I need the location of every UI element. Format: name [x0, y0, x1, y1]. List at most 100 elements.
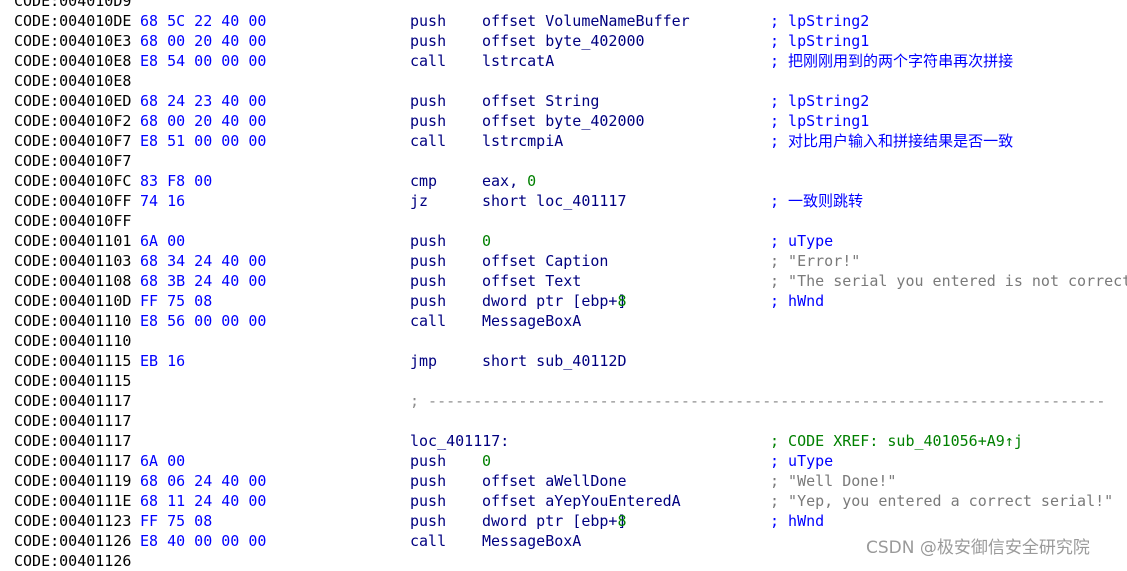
line-address[interactable]: CODE:00401119 — [14, 472, 132, 490]
instruction-operand[interactable]: offset String — [482, 91, 599, 111]
line-address[interactable]: CODE:00401110 — [14, 332, 132, 350]
line-address[interactable]: CODE:004010E8 — [14, 52, 132, 70]
line-address[interactable]: CODE:00401126 — [14, 552, 132, 570]
operand-text[interactable]: lstrcmpiA — [482, 132, 564, 150]
operand-text[interactable]: offset byte_402000 — [482, 112, 645, 130]
line-address[interactable]: CODE:00401126 — [14, 532, 132, 550]
instruction-mnemonic[interactable]: push — [410, 12, 447, 30]
operand-text[interactable]: short sub_40112D — [482, 352, 627, 370]
instruction-mnemonic[interactable]: push — [410, 232, 447, 250]
instruction-operand[interactable]: offset Caption — [482, 251, 608, 271]
line-address[interactable]: CODE:0040111E — [14, 492, 132, 510]
disasm-line[interactable]: CODE:004010E8 — [0, 71, 1127, 91]
disasm-line[interactable]: CODE:004010F7 — [0, 151, 1127, 171]
line-address[interactable]: CODE:00401115 — [14, 372, 132, 390]
disasm-line[interactable]: CODE:004010FF — [0, 211, 1127, 231]
instruction-mnemonic[interactable]: push — [410, 112, 447, 130]
instruction-mnemonic[interactable]: push — [410, 452, 447, 470]
disasm-line[interactable]: CODE:00401117 — [0, 411, 1127, 431]
instruction-mnemonic[interactable]: call — [410, 532, 447, 550]
disasm-line[interactable]: CODE:004010D9 — [0, 0, 1127, 11]
line-address[interactable]: CODE:00401117 — [14, 412, 132, 430]
operand-text[interactable]: offset aYepYouEnteredA — [482, 492, 681, 510]
code-label[interactable]: loc_401117: — [410, 432, 510, 450]
instruction-mnemonic[interactable]: call — [410, 312, 447, 330]
line-address[interactable]: CODE:00401117 — [14, 432, 132, 450]
instruction-operand[interactable]: offset aWellDone — [482, 471, 627, 491]
instruction-operand[interactable]: offset byte_402000 — [482, 111, 645, 131]
operand-text[interactable]: MessageBoxA — [482, 312, 582, 330]
line-address[interactable]: CODE:00401101 — [14, 232, 132, 250]
instruction-operand[interactable]: eax, 0 — [482, 171, 536, 191]
instruction-mnemonic[interactable]: push — [410, 32, 447, 50]
instruction-operand[interactable]: offset Text — [482, 271, 581, 291]
line-address[interactable]: CODE:00401123 — [14, 512, 132, 530]
operand-text[interactable]: eax, — [482, 172, 528, 190]
instruction-mnemonic[interactable]: push — [410, 292, 447, 310]
line-address[interactable]: CODE:004010FF — [14, 212, 132, 230]
line-address[interactable]: CODE:004010F2 — [14, 112, 132, 130]
instruction-mnemonic[interactable]: push — [410, 512, 447, 530]
instruction-operand[interactable]: offset byte_402000 — [482, 31, 645, 51]
line-address[interactable]: CODE:004010FF — [14, 192, 132, 210]
instruction-operand[interactable]: lstrcmpiA — [482, 131, 563, 151]
disasm-line[interactable]: CODE:00401117; -------------------------… — [0, 391, 1127, 411]
line-address[interactable]: CODE:00401110 — [14, 312, 132, 330]
operand-text[interactable]: offset Caption — [482, 252, 609, 270]
instruction-mnemonic[interactable]: call — [410, 132, 447, 150]
operand-text[interactable]: dword ptr [ebp+ — [482, 292, 618, 310]
instruction-operand[interactable]: dword ptr [ebp+8] — [482, 511, 627, 531]
disasm-line[interactable]: CODE:00401115 — [0, 371, 1127, 391]
line-address[interactable]: CODE:004010E8 — [14, 72, 132, 90]
operand-text[interactable]: offset VolumeNameBuffer — [482, 12, 690, 30]
line-address[interactable]: CODE:00401115 — [14, 352, 132, 370]
operand-text[interactable]: offset Text — [482, 272, 582, 290]
instruction-operand[interactable]: short loc_401117 — [482, 191, 627, 211]
operand-text[interactable]: offset String — [482, 92, 600, 110]
instruction-mnemonic[interactable]: push — [410, 272, 447, 290]
instruction-operand[interactable]: short sub_40112D — [482, 351, 627, 371]
operand-text[interactable]: MessageBoxA — [482, 532, 582, 550]
instruction-mnemonic[interactable]: jz — [410, 192, 429, 210]
instruction-operand[interactable]: offset VolumeNameBuffer — [482, 11, 690, 31]
instruction-mnemonic[interactable]: push — [410, 252, 447, 270]
line-address[interactable]: CODE:0040110D — [14, 292, 132, 310]
line-address[interactable]: CODE:00401117 — [14, 392, 132, 410]
line-address[interactable]: CODE:004010ED — [14, 92, 132, 110]
line-address[interactable]: CODE:004010E3 — [14, 32, 132, 50]
instruction-mnemonic[interactable]: jmp — [410, 352, 438, 370]
line-address[interactable]: CODE:004010F7 — [14, 132, 132, 150]
line-address[interactable]: CODE:00401117 — [14, 452, 132, 470]
instruction-mnemonic[interactable]: cmp — [410, 172, 438, 190]
instruction-operand[interactable]: lstrcatA — [482, 51, 554, 71]
line-address[interactable]: CODE:00401108 — [14, 272, 132, 290]
line-address[interactable]: CODE:004010DE — [14, 12, 132, 30]
instruction-mnemonic[interactable]: push — [410, 492, 447, 510]
operand-text[interactable]: offset aWellDone — [482, 472, 627, 490]
operand-text[interactable]: lstrcatA — [482, 52, 555, 70]
line-address[interactable]: CODE:004010D9 — [14, 0, 132, 10]
instruction-operand[interactable]: dword ptr [ebp+8] — [482, 291, 627, 311]
operand-text[interactable]: short loc_401117 — [482, 192, 627, 210]
instruction-mnemonic[interactable]: call — [410, 52, 447, 70]
operand-text[interactable]: offset byte_402000 — [482, 32, 645, 50]
instruction-operand[interactable]: MessageBoxA — [482, 311, 581, 331]
